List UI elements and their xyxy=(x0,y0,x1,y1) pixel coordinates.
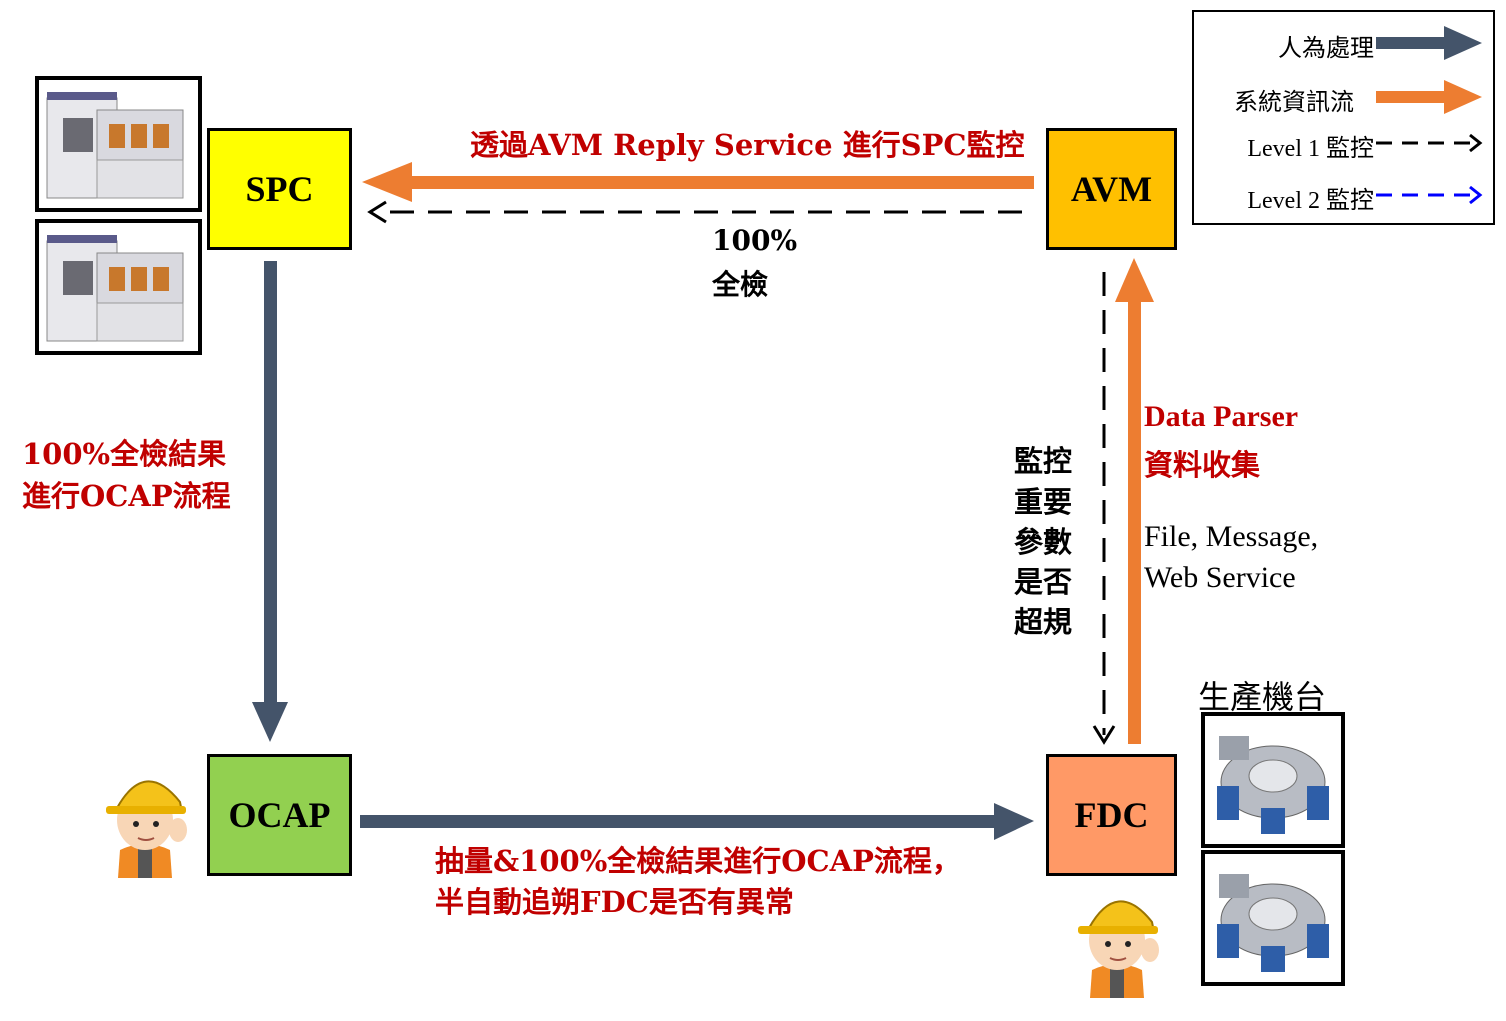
legend-label-level2: Level 2 監控 xyxy=(1247,188,1374,214)
legend-system-arrow-icon xyxy=(1376,80,1482,114)
monitor-label-line: 重要 xyxy=(1014,485,1073,519)
production-tool-image xyxy=(1201,712,1345,848)
inspection-machine-image xyxy=(35,76,202,212)
legend-level2-dashed-arrow-icon xyxy=(1376,185,1483,205)
monitor-label-line: 超規 xyxy=(1014,605,1073,639)
data-sources-line2: Web Service xyxy=(1144,561,1296,594)
spc-ocap-label-line1: 100%全檢結果 xyxy=(22,437,227,471)
fdc-box: FDC xyxy=(1046,754,1177,876)
legend-label-manual: 人為處理 xyxy=(1278,34,1374,62)
legend-level1-dashed-arrow-icon xyxy=(1376,133,1483,153)
legend-label-level1: Level 1 監控 xyxy=(1247,136,1374,162)
monitor-label-line: 是否 xyxy=(1014,565,1073,599)
data-parser-label: Data Parser xyxy=(1144,400,1299,433)
worker-icon xyxy=(1078,900,1159,998)
avm-box: AVM xyxy=(1046,128,1177,250)
full-inspection-percent-label: 100% xyxy=(712,224,798,257)
ocap-fdc-label-line2: 半自動追朔FDC是否有異常 xyxy=(435,885,794,919)
production-tool-image xyxy=(1201,850,1345,986)
ocap-to-fdc-manual-arrow xyxy=(360,803,1034,840)
legend-manual-arrow-icon xyxy=(1376,26,1482,60)
legend: 人為處理 系統資訊流 Level 1 監控 Level 2 監控 xyxy=(1192,10,1495,225)
fdc-to-avm-system-arrow xyxy=(1115,258,1154,744)
production-tools-label: 生產機台 xyxy=(1198,678,1327,716)
spc-box: SPC xyxy=(207,128,352,250)
spc-ocap-label-line2: 進行OCAP流程 xyxy=(22,479,231,513)
ocap-fdc-label-line1: 抽量&100%全檢結果進行OCAP流程， xyxy=(435,844,961,878)
avm-to-spc-label: 透過AVM Reply Service 進行SPC監控 xyxy=(470,128,1025,162)
data-collect-label: 資料收集 xyxy=(1144,448,1261,482)
worker-icon xyxy=(106,780,187,878)
legend-label-system: 系統資訊流 xyxy=(1234,88,1354,116)
monitor-label-line: 參數 xyxy=(1014,525,1073,559)
avm-to-fdc-level1-arrow xyxy=(1092,272,1116,745)
full-inspection-label: 全檢 xyxy=(712,268,769,301)
data-sources-line1: File, Message, xyxy=(1144,520,1319,553)
inspection-machine-image xyxy=(35,219,202,355)
ocap-box: OCAP xyxy=(207,754,352,876)
avm-to-spc-system-arrow xyxy=(362,162,1034,202)
spc-to-ocap-manual-arrow xyxy=(252,261,288,742)
monitor-label-line: 監控 xyxy=(1014,444,1073,478)
avm-to-spc-level1-arrow xyxy=(367,200,1022,224)
